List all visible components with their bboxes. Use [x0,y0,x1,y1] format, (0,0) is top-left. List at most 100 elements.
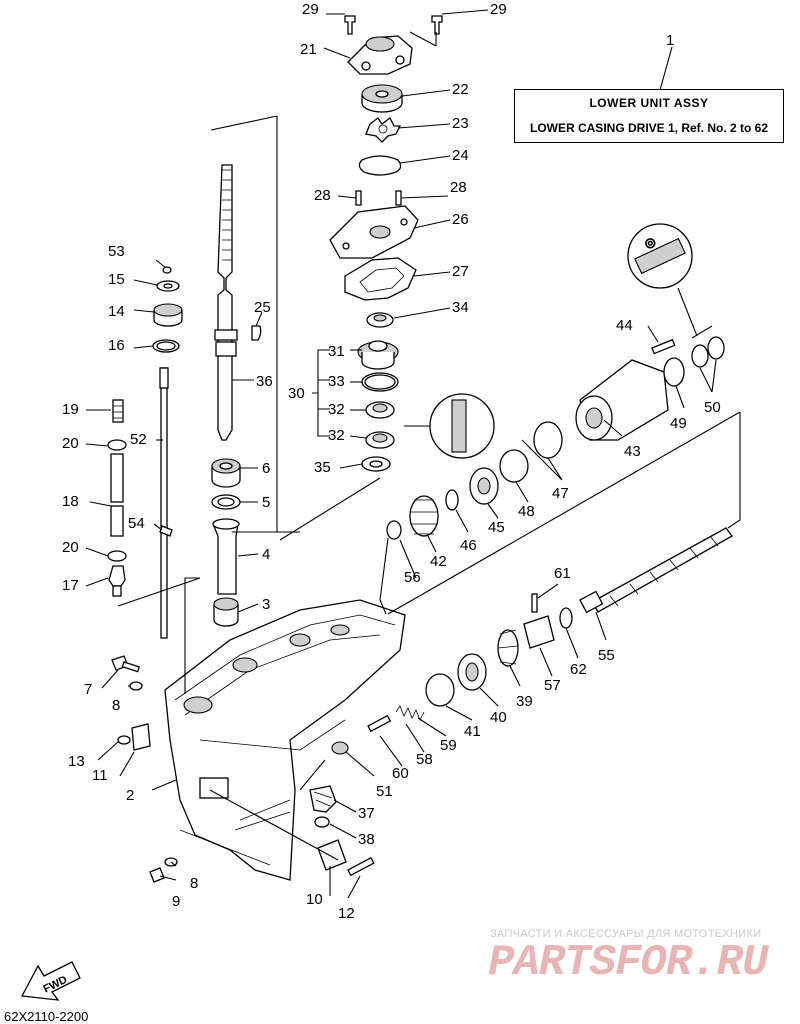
washer-upper-part [129,681,143,691]
forward-gear-part [497,629,519,667]
clip-upper-part [107,439,127,451]
spring-part [395,705,425,721]
washer-part [156,280,180,292]
oil-seal-50-part [691,336,725,368]
shim-41-part [425,673,455,707]
bolt-part [111,655,141,673]
callout-21: 21 [300,41,317,58]
callout-20-upper: 20 [62,435,79,452]
callout-44: 44 [616,317,633,334]
callout-41: 41 [464,723,481,740]
woodruff-key-part [251,325,262,341]
oil-seal-housing-part [357,340,399,370]
plate-gasket-part [344,257,417,301]
pinion-gear-part [309,785,337,813]
oil-seal-lower-part [365,431,395,449]
callout-2: 2 [126,787,134,804]
reverse-gear-part [409,495,439,537]
callout-62: 62 [570,661,587,678]
clip-lower-part [107,550,127,562]
callout-3: 3 [262,596,270,613]
circlip-62-part [559,607,573,629]
callout-8-lower: 8 [190,875,198,892]
callout-28-right: 28 [450,179,467,196]
tube-part [110,453,124,537]
callout-59: 59 [440,737,457,754]
bushing-upper-part [112,399,124,423]
circlip-part [162,266,172,274]
pin-61-part [531,593,538,613]
drive-shaft-sleeve-part [212,518,240,595]
shim-46-part [445,489,459,511]
callout-5: 5 [262,494,270,511]
propeller-shaft-housing-part [575,359,669,441]
callout-53: 53 [108,243,125,260]
callout-4: 4 [262,546,270,563]
propeller-shaft-part [579,527,733,614]
callout-43: 43 [624,443,641,460]
callout-38: 38 [358,831,375,848]
pinion-nut-part [314,816,330,828]
bolt-44-part [651,338,676,355]
callout-18: 18 [62,493,79,510]
callout-26: 26 [452,211,469,228]
callout-34: 34 [452,299,469,316]
shift-rod-o-ring-part [152,339,180,353]
callout-32-upper: 32 [328,401,345,418]
ball-bearing-part [469,467,499,505]
callout-55: 55 [598,647,615,664]
callout-56: 56 [404,569,421,586]
drive-shaft-part [214,164,238,441]
drain-screw-part [149,867,165,883]
oil-seal-upper-part [365,401,395,419]
callout-30: 30 [288,385,305,402]
o-ring-part [361,372,399,392]
callout-24: 24 [452,147,469,164]
circlip-56-part [386,520,402,540]
callout-7: 7 [84,681,92,698]
callout-13: 13 [68,753,85,770]
loctite-detail-circle: ⊚ [627,223,698,337]
callout-10: 10 [306,891,323,908]
callout-9: 9 [172,893,180,910]
callout-61: 61 [554,565,571,582]
needle-bearing-49-part [663,357,685,387]
callout-12: 12 [338,905,355,922]
callout-29-left: 29 [302,1,319,18]
callout-1: 1 [666,32,674,49]
watermark-subtitle: ЗАПЧАСТИ И АКСЕССУАРЫ ДЛЯ МОТОТЕХНИКИ [490,928,762,940]
anode-bolt-part [347,856,375,877]
title-line-2: LOWER CASING DRIVE 1, Ref. No. 2 to 62 [529,121,769,135]
plunger-part [367,714,392,733]
needle-bearing-part [213,597,239,627]
callout-15: 15 [108,271,125,288]
callout-60: 60 [392,765,409,782]
callout-37: 37 [358,805,375,822]
callout-54: 54 [128,515,145,532]
callout-28-left: 28 [314,187,331,204]
outer-plate-part [329,205,419,259]
callout-33: 33 [328,373,345,390]
anode-part [317,839,347,871]
dog-clutch-part [523,615,555,649]
gasket-part [361,456,391,472]
watermark-logo: PARTSFOR.RU [488,938,768,988]
shift-rod-part [159,367,169,639]
callout-23: 23 [452,115,469,132]
oil-seal-part [366,312,394,328]
callout-58: 58 [416,751,433,768]
callout-40: 40 [490,709,507,726]
callout-19: 19 [62,401,79,418]
callout-35: 35 [314,459,331,476]
o-ring-48-part [499,449,529,483]
pin-part [159,525,173,537]
pump-gasket-part [358,155,402,176]
drive-shaft-bearing-part [211,458,241,488]
callout-6: 6 [262,460,270,477]
callout-48: 48 [518,503,535,520]
grommet-part [108,565,126,597]
callout-42: 42 [430,553,447,570]
callout-39: 39 [516,693,533,710]
callout-49: 49 [670,415,687,432]
title-box: LOWER UNIT ASSY LOWER CASING DRIVE 1, Re… [514,89,784,143]
